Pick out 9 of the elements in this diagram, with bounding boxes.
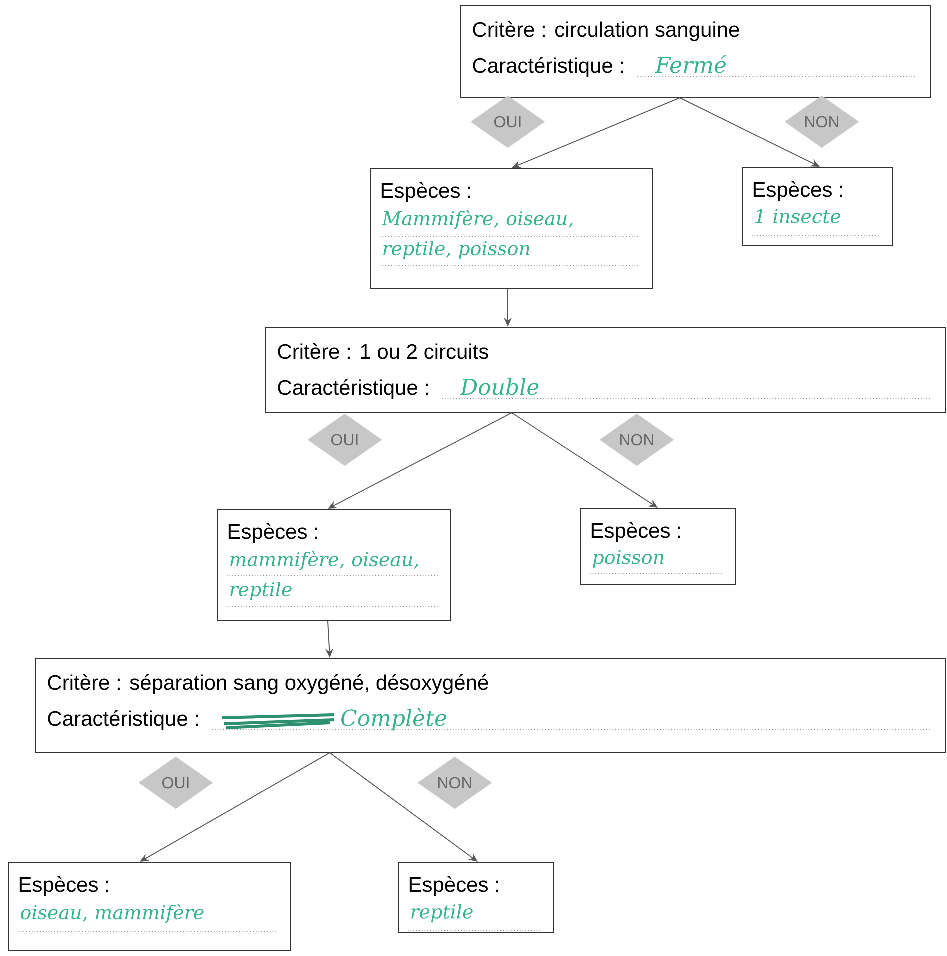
species-box: Espèces : poisson (580, 508, 736, 585)
species-box: Espèces : 1 insecte (742, 167, 893, 246)
species-box: Espèces : oiseau, mammifère (8, 862, 291, 951)
criterion-box: Critère : séparation sang oxygéné, désoxygéné Caractéristique : Complète (35, 658, 946, 753)
species-box: Espèces : Mammifère, oiseau, reptile, poisson (370, 168, 653, 289)
species-box: Espèces : mammifère, oiseau, reptile (217, 509, 451, 621)
species-box: Espèces : reptile (398, 862, 554, 933)
criterion-box: Critère : 1 ou 2 circuits Caractéristique : Double (265, 327, 946, 413)
criterion-box: Critère : circulation sanguine Caractéristique : Fermé (460, 5, 931, 98)
